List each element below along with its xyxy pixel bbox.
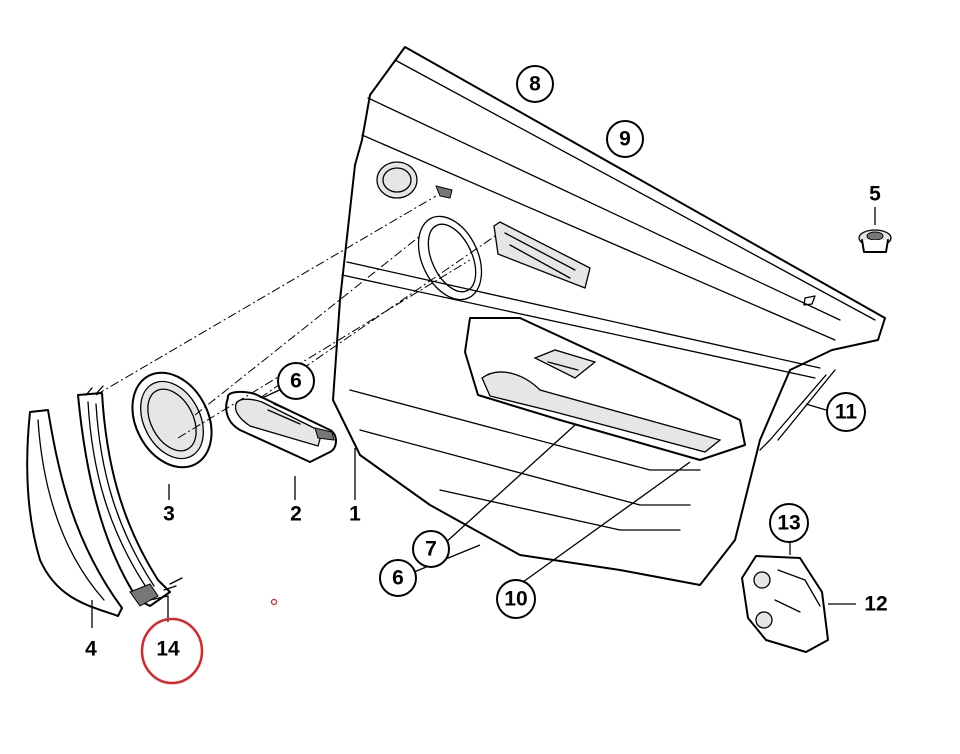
speaker-grille — [131, 371, 213, 469]
inner-door-handle — [225, 390, 337, 463]
callout-6-upper: 6 — [277, 362, 315, 400]
callout-3: 3 — [163, 503, 175, 526]
svg-text:6: 6 — [290, 370, 302, 393]
callout-10: 10 — [496, 579, 536, 619]
callout-9: 9 — [606, 120, 644, 158]
door-trim-panel — [332, 46, 886, 586]
callout-8: 8 — [516, 65, 554, 103]
callout-12: 12 — [864, 593, 887, 616]
callout-14: 14 — [156, 638, 180, 661]
trim-clip — [858, 229, 892, 253]
assembly-lines — [95, 195, 499, 439]
svg-text:8: 8 — [529, 73, 541, 96]
callout-6-lower: 6 — [379, 559, 417, 597]
callout-13: 13 — [769, 503, 809, 543]
callout-5: 5 — [869, 183, 881, 206]
callout-1: 1 — [349, 503, 361, 526]
callout-2: 2 — [290, 503, 302, 526]
red-marker-dot — [270, 598, 278, 606]
callout-7: 7 — [412, 530, 450, 568]
svg-text:10: 10 — [504, 588, 527, 611]
svg-text:9: 9 — [619, 128, 631, 151]
leader-lines — [91, 207, 876, 628]
callout-11: 11 — [826, 392, 866, 432]
pull-handle-cover — [26, 409, 123, 617]
svg-text:11: 11 — [835, 401, 858, 424]
svg-text:7: 7 — [425, 538, 437, 561]
highlight-circle-14 — [140, 617, 204, 685]
pull-handle-carrier — [77, 385, 183, 622]
bracket-insert — [741, 555, 829, 653]
svg-text:6: 6 — [392, 567, 404, 590]
callout-labels: 8 9 6 11 13 7 6 10 5 — [85, 65, 888, 685]
callout-4: 4 — [85, 638, 97, 661]
svg-text:13: 13 — [777, 512, 800, 535]
